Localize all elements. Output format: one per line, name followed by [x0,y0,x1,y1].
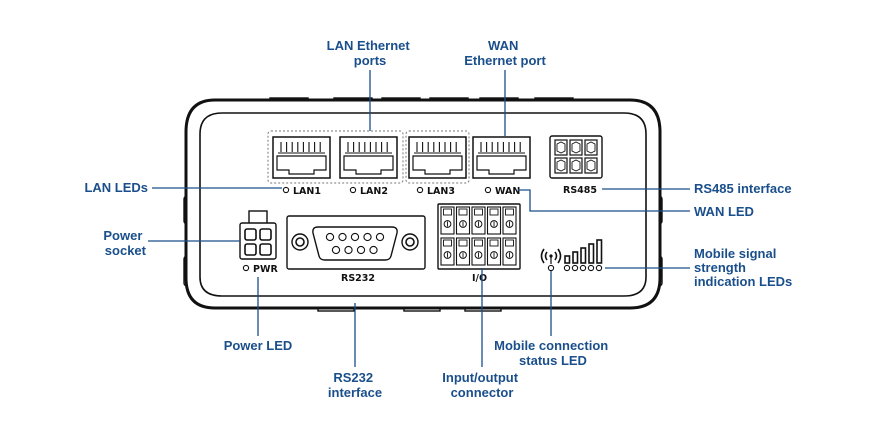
callout-power-led: Power LED [224,338,293,353]
callout-lan-ethernet-ports: LAN Ethernet ports [327,38,414,68]
rs232-connector: RS232 [286,215,426,284]
signal-strength-leds [563,264,603,272]
callout-wan-ethernet-port: WAN Ethernet port [464,38,546,68]
wan-led [484,186,492,194]
lan3-label: LAN3 [427,186,455,197]
rs232-label: RS232 [341,273,375,284]
rs485-label: RS485 [563,185,597,196]
antenna-icon [540,248,562,264]
lan1-label: LAN1 [293,186,321,197]
lan-leds: LAN1 LAN2 LAN3 [282,186,455,197]
leader-lines [148,70,690,367]
callout-wan-led: WAN LED [694,204,754,219]
mobile-connection-led [547,264,555,272]
power-led [242,264,250,272]
device-body [183,97,663,312]
signal-bars-icon [564,239,603,264]
lan-ports-dashed-frame [267,130,404,184]
lan1-led [282,186,290,194]
callout-mobile-connection-led: Mobile connection status LED [494,338,612,368]
wan-led-group: WAN [484,186,520,197]
io-label: I/O [472,273,487,284]
callout-mobile-signal-leds: Mobile signal strength indication LEDs [694,246,792,289]
lan3-led [416,186,424,194]
mobile-signal-indicators [540,239,603,272]
lan3-port [408,136,467,179]
callout-labels: LAN Ethernet ports WAN Ethernet port LAN… [84,38,792,400]
power-socket: PWR [239,210,278,275]
lan3-dashed-frame [405,130,470,184]
io-connector: I/O [437,203,521,284]
wan-label: WAN [495,186,520,197]
rs485-connector: RS485 [549,135,603,196]
ethernet-ports [272,136,531,179]
callout-io-connector: Input/output connector [442,370,521,400]
callout-rs485-interface: RS485 interface [694,181,792,196]
callout-power-socket: Power socket [103,228,146,258]
callout-rs232-interface: RS232 interface [328,370,382,400]
callout-lan-leds: LAN LEDs [84,180,148,195]
lan1-port [272,136,331,179]
lan-ports-group [267,130,470,184]
wan-port [472,136,531,179]
lan2-label: LAN2 [360,186,388,197]
lan2-port [339,136,398,179]
lan2-led [349,186,357,194]
pwr-label: PWR [253,264,278,275]
